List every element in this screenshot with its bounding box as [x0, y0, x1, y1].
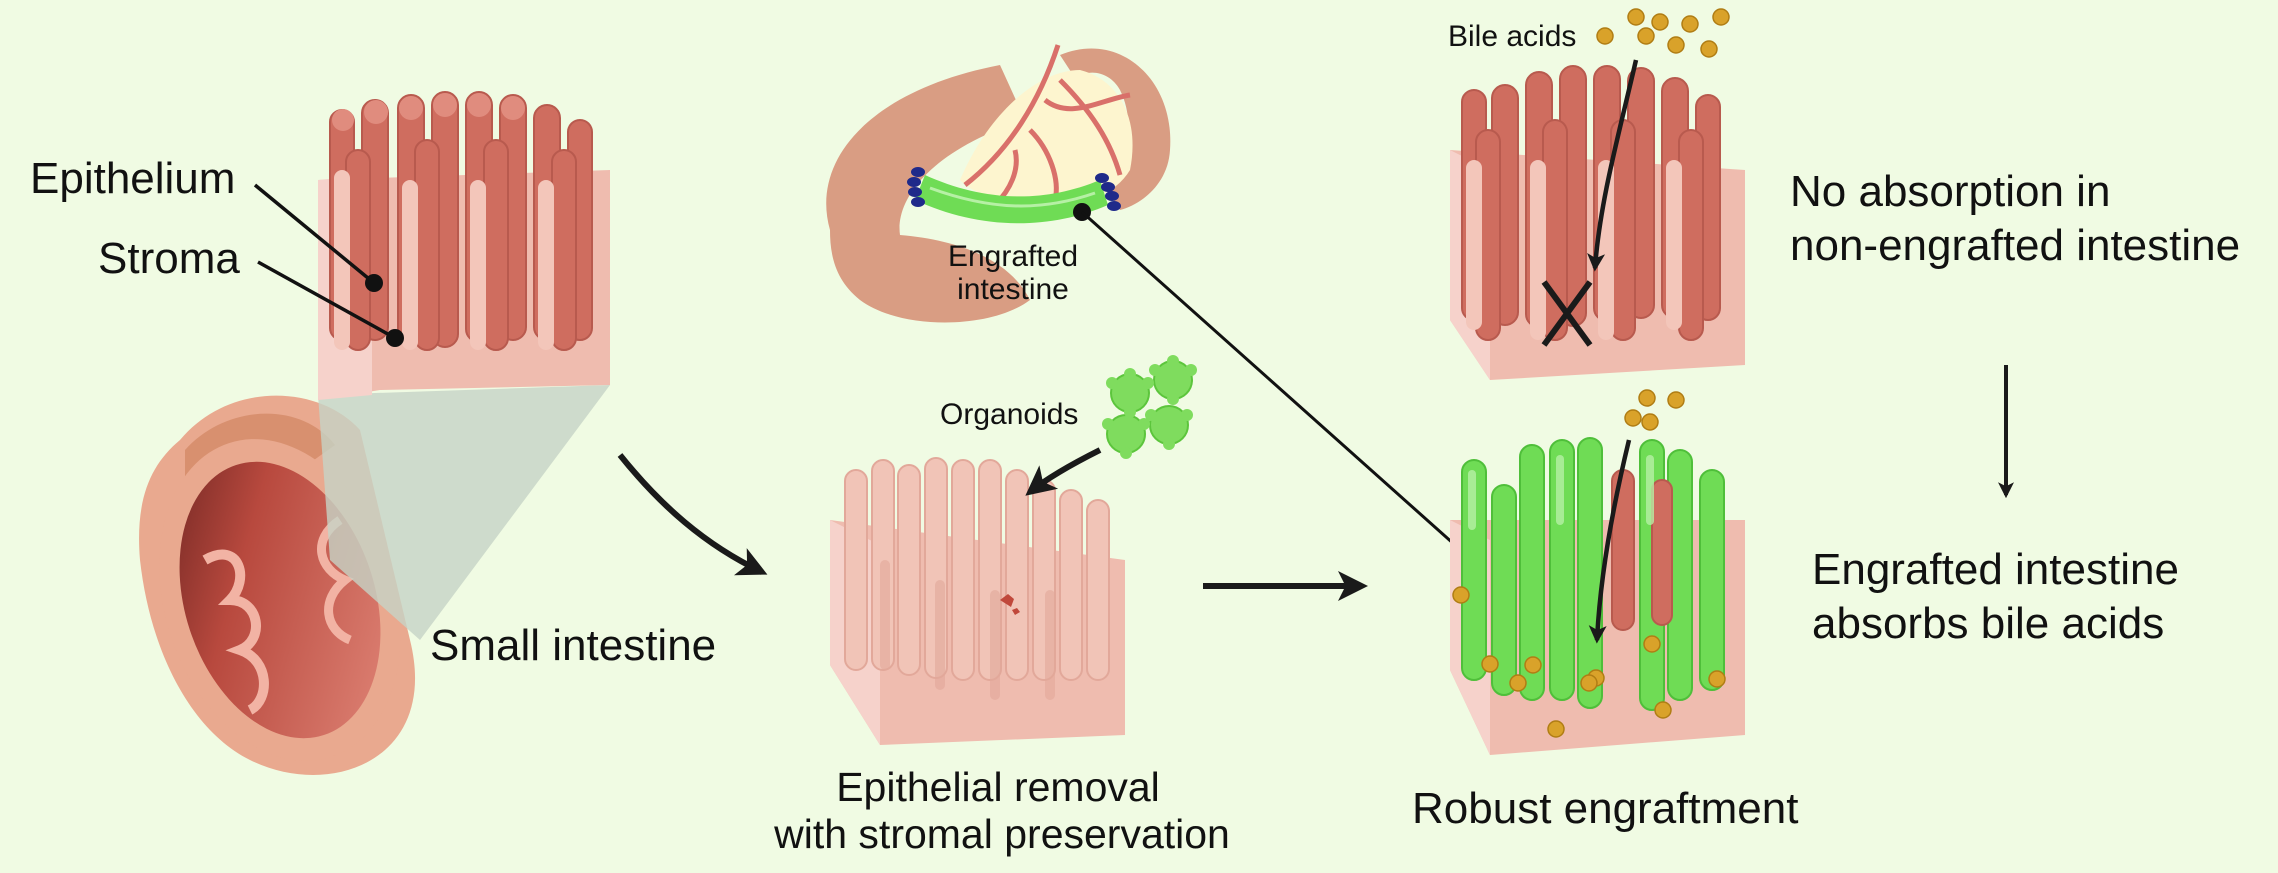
bile-acids-label: Bile acids [1448, 20, 1577, 53]
non-engrafted-villi-block [1450, 65, 1745, 380]
bile-acid-absorption-arrow [1588, 439, 1632, 644]
decellularized-villi-block [830, 457, 1125, 745]
organoid-delivery-arrow [1025, 447, 1102, 496]
epithelium-label: Epithelium [30, 154, 236, 203]
small-intestine-label: Small intestine [430, 621, 717, 670]
organoids-cluster [1106, 360, 1193, 454]
suture-right [1095, 173, 1121, 211]
bile-acids-engrafted [1452, 389, 1726, 738]
bile-acids-top [1596, 8, 1730, 58]
absorbs-bile-acids-text-line2: absorbs bile acids [1812, 599, 2165, 648]
stroma-pointer-line [257, 260, 396, 340]
epithelium-pointer-dot [365, 274, 383, 292]
no-absorption-x-mark [1541, 280, 1593, 347]
organoids-label: Organoids [940, 398, 1079, 431]
native-villi-block [318, 91, 610, 400]
bile-acid-path-arrow-blocked [1587, 59, 1639, 272]
engrafted-villi-block [1450, 437, 1745, 755]
engrafted-pointer-line [1081, 210, 1456, 547]
robust-engraftment-caption: Robust engraftment [1412, 784, 1799, 833]
no-absorption-text-line2: non-engrafted intestine [1790, 221, 2241, 270]
engrafted-intestine-label-line1: Engrafted [947, 240, 1079, 273]
engrafted-segment [915, 175, 1108, 224]
process-arrow-1 [617, 453, 768, 576]
engrafted-intestine-label-line2: intestine [957, 273, 1069, 306]
absorbs-bile-acids-text-line1: Engrafted intestine [1812, 545, 2179, 594]
no-absorption-text-line1: No absorption in [1790, 167, 2111, 216]
mesenteric-vessels [963, 44, 1131, 207]
epithelium-pointer-line [253, 183, 376, 285]
epithelial-removal-caption-line2: with stromal preservation [774, 811, 1230, 857]
epithelial-removal-caption-line1: Epithelial removal [836, 764, 1160, 810]
stroma-label: Stroma [98, 234, 240, 283]
residual-cells [1000, 594, 1020, 615]
magnification-cone [318, 385, 610, 640]
suture-left [907, 167, 925, 207]
surgical-model-illustration [826, 44, 1171, 323]
stroma-pointer-dot [386, 329, 404, 347]
